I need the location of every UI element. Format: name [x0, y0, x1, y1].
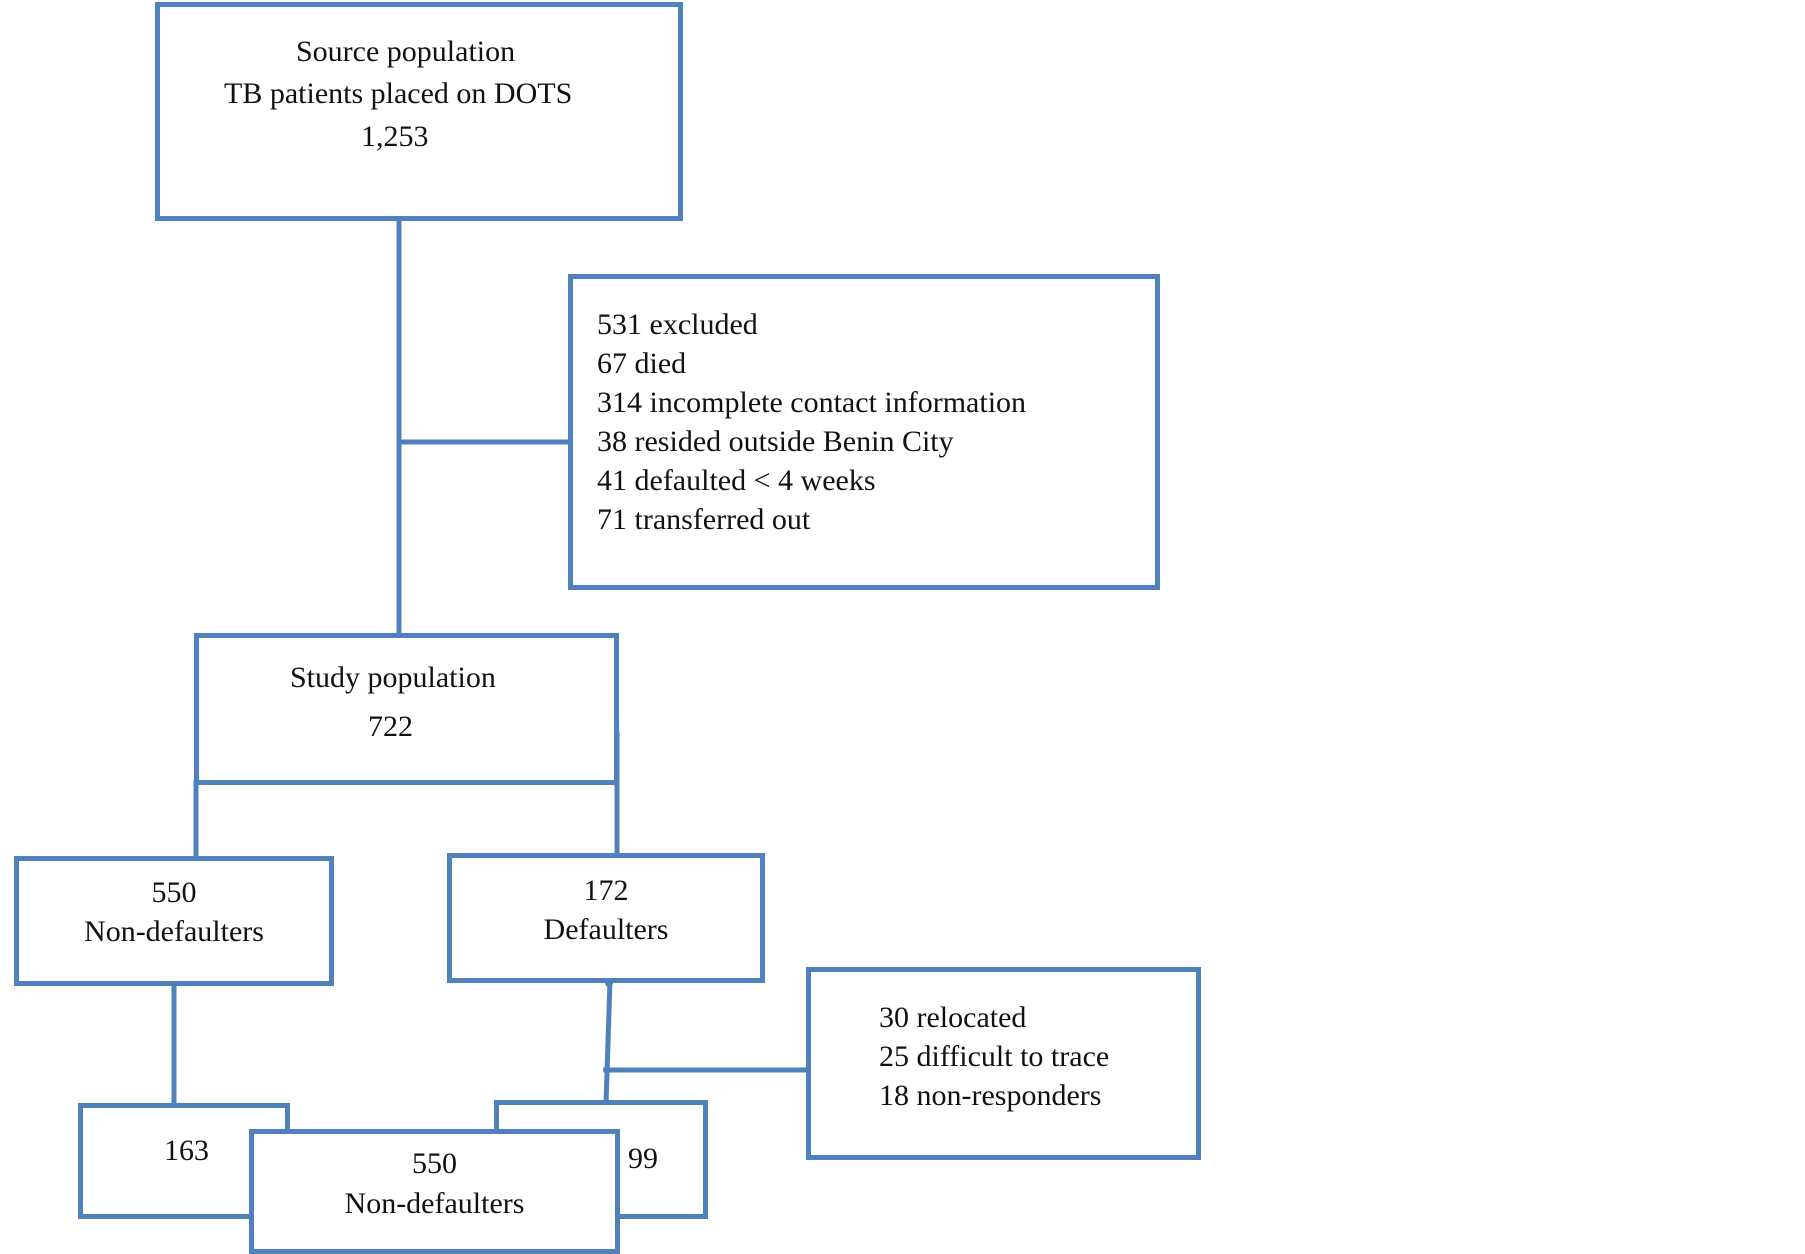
lost-item: 25 difficult to trace [879, 1040, 1110, 1073]
connector-defaulters-to-99 [603, 977, 613, 1108]
source-population-subtitle: TB patients placed on DOTS [224, 77, 573, 110]
lost-to-followup-box [806, 967, 1201, 1160]
excluded-list: 531 excluded 67 died 314 incomplete cont… [597, 305, 1026, 539]
defaulters-label: Defaulters [543, 913, 669, 946]
final-163-count: 163 [164, 1134, 209, 1167]
excluded-box [568, 274, 1160, 590]
study-population-box [194, 633, 619, 785]
final-nondefaulters-box [249, 1129, 620, 1254]
excluded-item: 531 excluded [597, 308, 758, 341]
defaulters-box [447, 853, 765, 983]
nondefaulters-box [14, 856, 334, 986]
excluded-item: 38 resided outside Benin City [597, 425, 954, 458]
lost-item: 30 relocated [879, 1001, 1027, 1034]
excluded-item: 314 incomplete contact information [597, 386, 1027, 419]
defaulters-count: 172 [583, 874, 629, 907]
final-nondefaulters-label: Non-defaulters [344, 1187, 525, 1220]
final-nondefaulters-count: 550 [412, 1147, 457, 1180]
study-population-count: 722 [368, 710, 413, 743]
excluded-item: 67 died [597, 347, 687, 380]
study-population-label: Study population [290, 661, 496, 694]
nondefaulters-count: 550 [151, 876, 197, 909]
final-99-count: 99 [628, 1142, 658, 1175]
connector-dot-mid [603, 1066, 611, 1074]
nondefaulters-label: Non-defaulters [84, 915, 264, 948]
excluded-item: 71 transferred out [597, 503, 811, 536]
source-population-title: Source population [296, 35, 516, 68]
excluded-item: 41 defaulted < 4 weeks [597, 464, 876, 497]
source-population-box [155, 2, 683, 221]
source-population-count: 1,253 [361, 120, 429, 153]
lost-to-followup-list: 30 relocated 25 difficult to trace 18 no… [879, 998, 1109, 1115]
lost-item: 18 non-responders [879, 1079, 1102, 1112]
